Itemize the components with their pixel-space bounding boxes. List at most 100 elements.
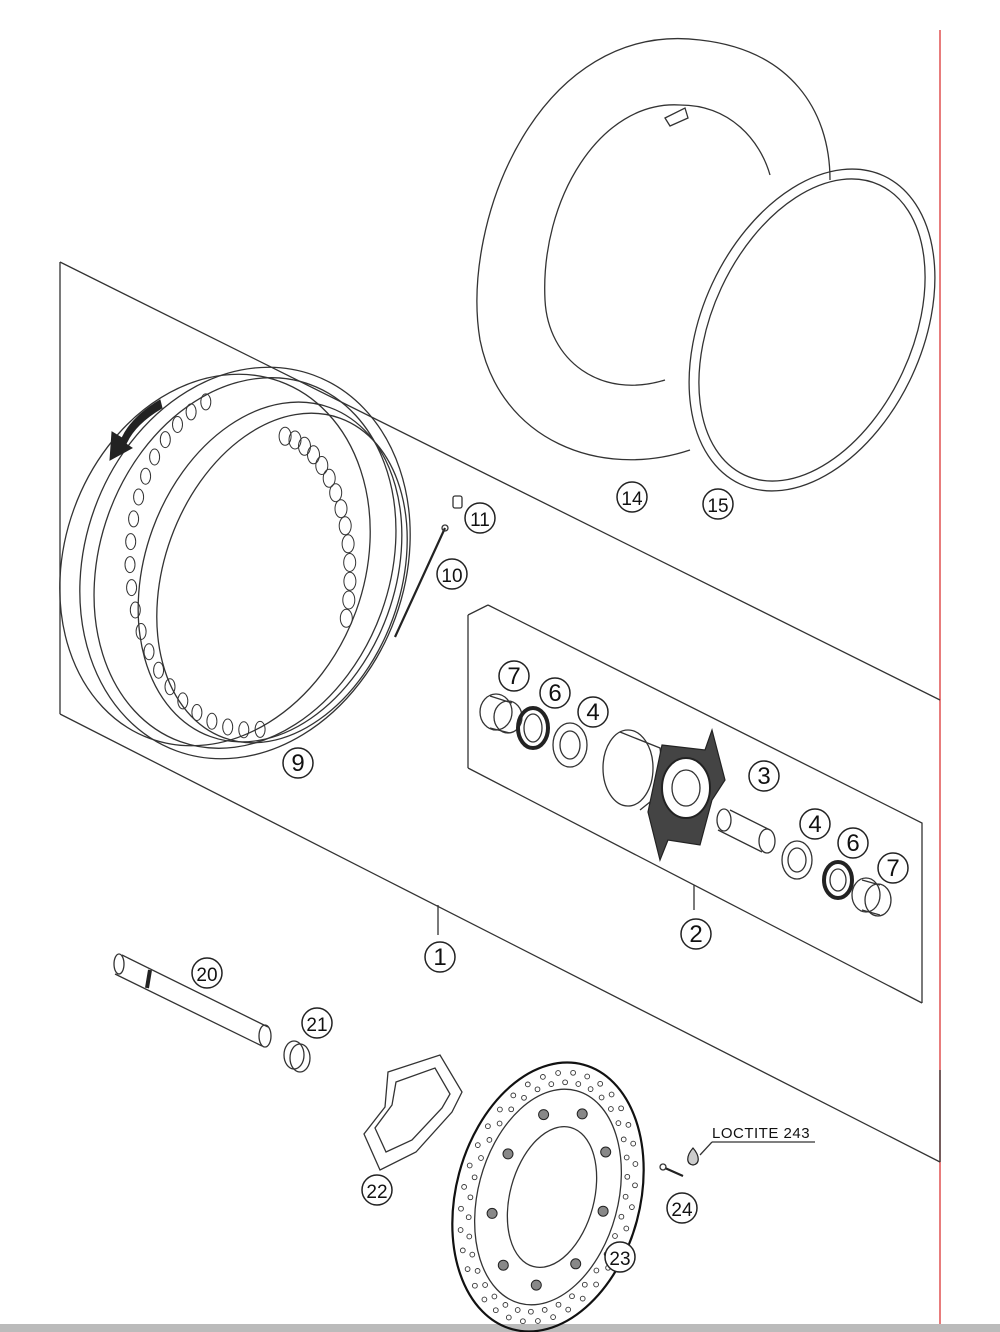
mount-bolt-hole	[502, 1148, 514, 1160]
callout-label: 14	[621, 489, 643, 510]
hub-spacer-tube	[716, 808, 776, 854]
bearing-left	[552, 722, 588, 768]
spoke-hole	[222, 718, 234, 736]
wheel-hub	[602, 727, 726, 862]
disc-carrier	[363, 1054, 463, 1171]
vent-hole	[534, 1086, 541, 1093]
vent-hole	[492, 1307, 499, 1314]
seal-ring-left	[516, 706, 550, 750]
vent-hole	[618, 1213, 625, 1220]
mount-bolt-hole	[576, 1108, 588, 1120]
hub-bushing-right	[851, 877, 892, 917]
callout-label: 9	[291, 750, 304, 777]
vent-hole	[466, 1233, 473, 1240]
callout-c7b: 7	[877, 852, 909, 884]
axle-nut	[283, 1040, 311, 1073]
callout-label: 15	[707, 496, 728, 517]
vent-hole	[478, 1155, 484, 1161]
callout-c24: 24	[666, 1192, 698, 1224]
vent-hole	[570, 1069, 576, 1076]
spoke-hole	[342, 590, 356, 610]
wheel-rim	[59, 366, 411, 760]
spoke-hole	[172, 416, 183, 433]
vent-hole	[598, 1094, 605, 1101]
assembly-frame-hub	[467, 604, 923, 1004]
vent-hole	[502, 1302, 509, 1308]
seal-ring-right	[822, 860, 854, 900]
vent-hole	[584, 1073, 591, 1080]
callout-label: 22	[366, 1182, 387, 1203]
loctite-note: LOCTITE 243	[712, 1125, 810, 1142]
spoke-holes	[124, 393, 357, 739]
callout-circle	[577, 696, 609, 728]
vent-hole	[581, 1281, 588, 1288]
callout-circle	[539, 677, 571, 709]
callout-label: 7	[507, 663, 520, 690]
vent-hole	[597, 1080, 604, 1087]
callout-c6b: 6	[837, 827, 869, 859]
spoke-hole	[200, 393, 212, 411]
rim-band	[688, 168, 936, 492]
assembly-frame-wheel	[59, 261, 941, 1163]
spoke-hole	[159, 431, 171, 449]
vent-hole	[579, 1295, 586, 1302]
vent-hole	[471, 1174, 478, 1181]
callout-c14: 14	[616, 481, 648, 513]
callout-label: 6	[846, 830, 859, 857]
callout-c3: 3	[748, 760, 780, 792]
vent-hole	[535, 1318, 541, 1324]
spoke-nipple	[452, 495, 463, 509]
mount-bolt-hole	[600, 1146, 612, 1158]
vent-hole	[593, 1281, 599, 1288]
callout-c4b: 4	[799, 808, 831, 840]
callout-c15: 15	[702, 488, 734, 520]
vent-hole	[508, 1106, 515, 1113]
vent-hole	[459, 1247, 466, 1254]
spoke-hole	[149, 448, 161, 466]
vent-hole	[481, 1296, 488, 1303]
spoke-hole	[140, 467, 152, 485]
spoke-hole	[135, 623, 147, 640]
callout-circle	[680, 918, 712, 950]
vent-hole	[550, 1314, 556, 1320]
callout-circle	[361, 1174, 393, 1206]
callout-c9: 9	[282, 747, 314, 779]
callout-c4a: 4	[577, 696, 609, 728]
mount-bolt-hole	[570, 1258, 582, 1270]
mount-bolt-hole	[497, 1259, 509, 1271]
vent-hole	[622, 1193, 629, 1200]
vent-hole	[541, 1307, 548, 1313]
vent-hole	[612, 1233, 618, 1239]
callout-label: 11	[470, 510, 490, 531]
vent-hole	[466, 1162, 473, 1169]
wheel-axle	[113, 953, 272, 1048]
spoke-hole	[298, 436, 311, 456]
spoke-hole	[133, 488, 145, 506]
mount-bolt-hole	[530, 1279, 542, 1291]
callout-c23: 23	[604, 1241, 636, 1273]
callout-c21: 21	[301, 1007, 333, 1039]
callout-circle	[301, 1007, 333, 1039]
spoke-hole	[254, 720, 266, 738]
vent-hole	[608, 1091, 615, 1098]
vent-hole	[510, 1092, 517, 1099]
vent-hole	[467, 1194, 474, 1201]
vent-hole	[491, 1293, 498, 1300]
vent-hole	[562, 1079, 568, 1086]
vent-hole	[505, 1314, 512, 1321]
mount-bolt-hole	[486, 1207, 498, 1219]
callout-label: 3	[757, 763, 770, 790]
vent-hole	[464, 1266, 471, 1272]
vent-hole	[461, 1184, 467, 1190]
vent-hole	[618, 1105, 624, 1112]
spoke-hole	[238, 721, 250, 739]
vent-hole	[555, 1070, 561, 1076]
vent-hole	[469, 1251, 476, 1258]
callout-label: 21	[306, 1015, 327, 1036]
spoke-hole	[177, 692, 189, 710]
spoke-hole	[343, 553, 357, 572]
loctite-leader	[699, 1141, 815, 1156]
spoke-hole	[322, 468, 336, 488]
spoke-hole	[164, 678, 176, 696]
vent-hole	[486, 1137, 493, 1143]
